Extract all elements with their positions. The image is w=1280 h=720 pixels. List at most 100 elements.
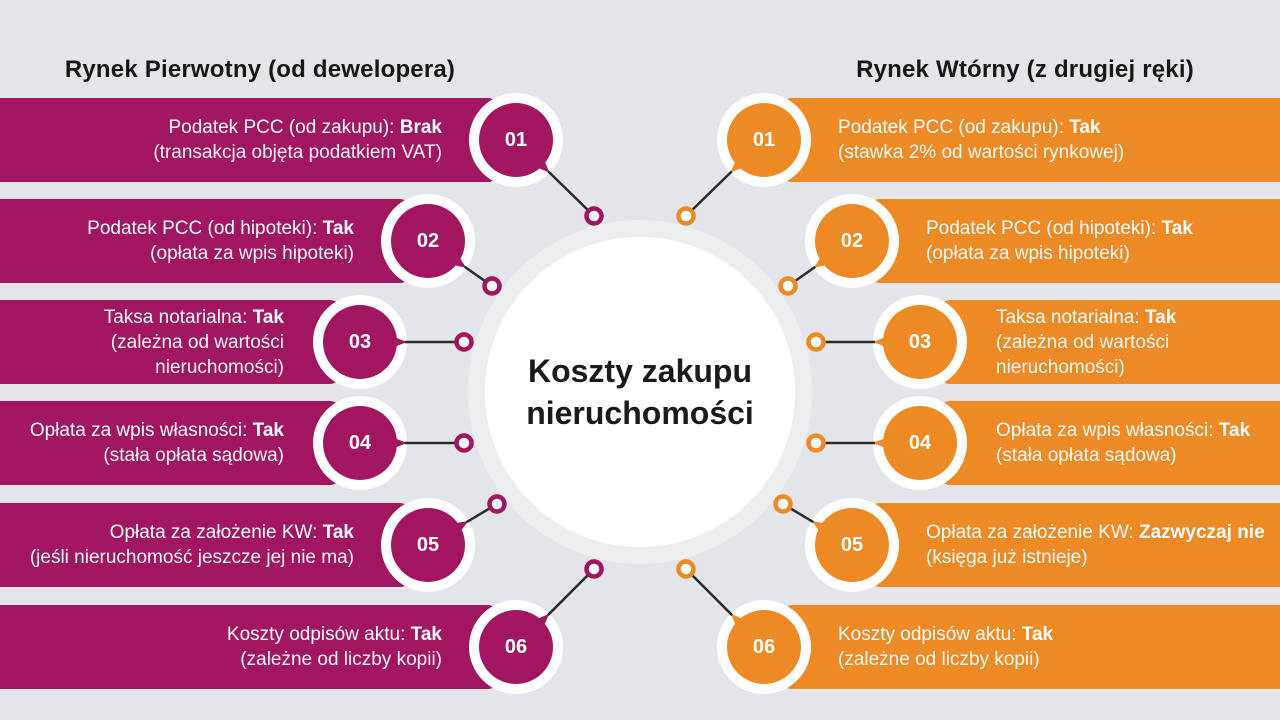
left-row-04-label: Opłata za wpis własności: Tak — [30, 418, 284, 443]
connector-dot — [676, 559, 696, 579]
connector-dot — [806, 332, 826, 352]
left-row-05-bar: Opłata za założenie KW: Tak(jeśli nieruc… — [0, 503, 410, 587]
right-row-03-bar: Taksa notarialna: Tak(zależna od wartośc… — [940, 300, 1280, 384]
left-row-06-note: (zależne od liczby kopii) — [240, 649, 442, 670]
right-row-03-label: Taksa notarialna: Tak — [996, 305, 1176, 330]
right-row-04-note: (stała opłata sądowa) — [996, 445, 1177, 466]
cost-value: Brak — [399, 117, 442, 138]
cost-value: Tak — [1161, 218, 1193, 239]
connector-line — [782, 502, 814, 524]
right-row-04-bar: Opłata za wpis własności: Tak(stała opła… — [940, 401, 1280, 485]
cost-value: Tak — [1218, 420, 1251, 441]
left-row-01-note: (transakcja objęta podatkiem VAT) — [153, 142, 442, 163]
right-row-02-bar: Podatek PCC (od hipoteki): Tak(opłata za… — [870, 199, 1280, 283]
right-row-02-number-bubble: 02 — [815, 204, 889, 278]
right-row-01-number-bubble: 01 — [727, 103, 801, 177]
cost-value: Tak — [252, 420, 284, 441]
right-row-02-note: (opłata za wpis hipoteki) — [926, 243, 1130, 264]
right-row-04-label: Opłata za wpis własności: Tak — [996, 418, 1250, 443]
right-row-01-note: (stawka 2% od wartości rynkowej) — [838, 142, 1125, 163]
cost-label: Koszty odpisów aktu: — [838, 624, 1017, 645]
right-row-06-bar: Koszty odpisów aktu: Tak (zależne od licz… — [782, 605, 1280, 689]
left-row-05-number-bubble: 05 — [391, 508, 465, 582]
right-row-01-bar: Podatek PCC (od zakupu): Tak(stawka 2% o… — [782, 98, 1280, 182]
connector-dot — [778, 276, 798, 296]
left-row-05-note: (jeśli nieruchomość jeszcze jej nie ma) — [29, 547, 354, 568]
connector-line — [787, 265, 816, 288]
step-number: 03 — [908, 330, 932, 353]
left-row-02-number-bubble: 02 — [391, 204, 465, 278]
connector-dot — [454, 332, 474, 352]
cost-label: Taksa notarialna: — [996, 306, 1140, 328]
left-row-03-bar: Taksa notarialna: Tak(zależna od wartośc… — [0, 300, 340, 384]
left-row-01-label: Podatek PCC (od zakupu): Brak — [168, 115, 442, 140]
connector-dot — [482, 276, 502, 296]
cost-label: Podatek PCC (od zakupu): — [838, 117, 1065, 138]
connector-line — [466, 502, 498, 524]
left-row-01-number-bubble: 01 — [479, 103, 553, 177]
step-number: 03 — [348, 330, 372, 353]
connector-dot — [806, 433, 826, 453]
step-number: 06 — [752, 635, 776, 658]
right-row-04-number-bubble: 04 — [883, 406, 957, 480]
right-row-01-label: Podatek PCC (od zakupu): Tak — [838, 115, 1101, 140]
left-row-02-bar: Podatek PCC (od hipoteki): Tak(opłata za… — [0, 199, 410, 283]
left-row-06-number-bubble: 06 — [479, 610, 553, 684]
cost-label: Podatek PCC (od hipoteki): — [87, 218, 318, 239]
cost-label: Koszty odpisów aktu: — [226, 624, 406, 645]
left-row-02-note: (opłata za wpis hipoteki) — [150, 243, 354, 264]
left-row-05-label: Opłata za założenie KW: Tak — [110, 520, 354, 545]
center-title-line2: nieruchomości — [526, 395, 754, 431]
step-number: 06 — [504, 635, 528, 658]
right-row-05-note: (księga już istnieje) — [926, 547, 1088, 568]
cost-value: Tak — [252, 306, 284, 328]
cost-label: Podatek PCC (od hipoteki): — [926, 218, 1157, 239]
step-number: 01 — [504, 128, 528, 151]
step-number: 04 — [348, 431, 372, 454]
step-number: 02 — [840, 229, 864, 252]
connector-line — [546, 568, 595, 617]
left-column-header: Rynek Pierwotny (od dewelopera) — [64, 56, 456, 83]
left-row-06-label: Koszty odpisów aktu: Tak — [227, 622, 442, 647]
left-row-03-label: Taksa notarialna: Tak — [104, 305, 284, 330]
step-number: 02 — [416, 229, 440, 252]
connector-dot — [773, 494, 793, 514]
cost-label: Podatek PCC (od zakupu): — [168, 117, 395, 138]
cost-value: Zazwyczaj nie — [1138, 522, 1265, 543]
right-row-05-bar: Opłata za założenie KW: Zazwyczaj nie(ks… — [870, 503, 1280, 587]
left-row-03-number-bubble: 03 — [323, 305, 397, 379]
connector-line — [547, 170, 595, 217]
connector-line — [685, 568, 734, 617]
connector-dot — [487, 494, 507, 514]
step-number: 05 — [840, 533, 864, 556]
connector-line — [685, 170, 733, 217]
connector-dot — [454, 433, 474, 453]
left-row-04-bar: Opłata za wpis własności: Tak(stała opła… — [0, 401, 340, 485]
cost-label: Opłata za założenie KW: — [109, 522, 318, 543]
cost-label: Opłata za założenie KW: — [926, 522, 1134, 543]
left-row-02-label: Podatek PCC (od hipoteki): Tak — [87, 216, 354, 241]
left-row-06-bar: Koszty odpisów aktu: Tak(zależne od licz… — [0, 605, 498, 689]
right-row-06-note: (zależne od liczby kopii) — [838, 649, 1040, 670]
cost-value: Tak — [322, 218, 354, 239]
right-row-05-label: Opłata za założenie KW: Zazwyczaj nie — [926, 520, 1265, 545]
right-column-header: Rynek Wtórny (z drugiej ręki) — [856, 56, 1194, 83]
cost-value: Tak — [322, 522, 354, 543]
left-row-04-number-bubble: 04 — [323, 406, 397, 480]
cost-label: Opłata za wpis własności: — [996, 420, 1214, 441]
center-circle: Koszty zakupu nieruchomości — [485, 237, 795, 547]
right-row-06-number-bubble: 06 — [727, 610, 801, 684]
left-row-01-bar: Podatek PCC (od zakupu): Brak(transakcja… — [0, 98, 498, 182]
left-row-04-note: (stała opłata sądowa) — [103, 445, 284, 466]
left-row-03-note: (zależna od wartości nieruchomości) — [110, 331, 284, 378]
cost-value: Tak — [410, 624, 442, 645]
step-number: 01 — [752, 128, 776, 151]
cost-value: Tak — [1021, 624, 1054, 645]
connector-dot — [584, 206, 604, 226]
cost-value: Tak — [1144, 306, 1177, 328]
cost-label: Opłata za wpis własności: — [29, 420, 248, 441]
right-row-03-note: (zależna od wartości nieruchomości) — [996, 331, 1170, 378]
center-title: Koszty zakupu nieruchomości — [526, 350, 754, 434]
right-row-02-label: Podatek PCC (od hipoteki): Tak — [926, 216, 1193, 241]
